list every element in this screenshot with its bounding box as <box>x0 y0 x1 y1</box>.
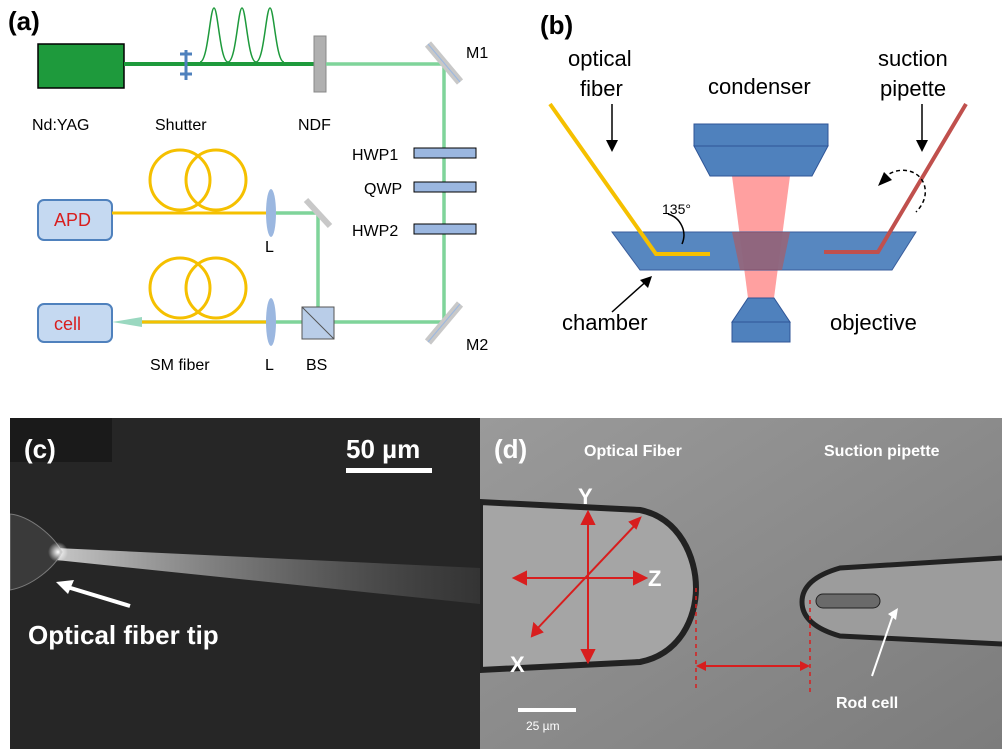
pickoff-mirror <box>303 197 333 229</box>
optical-fiber-label-2: fiber <box>580 76 623 101</box>
hwp2-label: HWP2 <box>352 223 398 240</box>
rod-cell <box>815 593 881 609</box>
lens-bottom-label: L <box>265 357 274 374</box>
shutter-label: Shutter <box>155 117 207 134</box>
scale-bar-d <box>518 708 576 712</box>
apd-label: APD <box>54 210 91 230</box>
scale-label-c: 50 µm <box>346 434 420 464</box>
pipette-body <box>799 555 1002 647</box>
apd-box <box>37 199 113 241</box>
rotation-arrow <box>883 169 927 213</box>
optical-fiber <box>548 102 710 256</box>
panel-d-label: (d) <box>494 434 527 464</box>
objective-top <box>731 297 791 323</box>
laser-label: Nd:YAG <box>32 117 90 134</box>
axes <box>511 509 649 665</box>
lens-bottom <box>266 298 276 346</box>
hwp2-plate <box>413 223 477 235</box>
light-beam <box>56 548 480 604</box>
condenser-body <box>693 145 829 177</box>
lens-top-label: L <box>265 239 274 256</box>
rod-cell-arrow <box>871 611 895 677</box>
angle-label: 135° <box>662 201 691 217</box>
ndf-filter <box>313 35 327 93</box>
qwp-label: QWP <box>364 181 402 198</box>
condenser-label: condenser <box>708 74 811 99</box>
panel-a-label: (a) <box>8 6 40 36</box>
suction-label-2: pipette <box>880 76 946 101</box>
panel-d-setup-image: Y Z X (d) Optical Fiber Suction pipette … <box>480 418 1002 749</box>
setup-diagram: (a) Nd:YAG Shutter NDF M1 M2 HWP1 QWP HW… <box>8 6 488 374</box>
axis-x-label: X <box>510 652 525 677</box>
bs-label: BS <box>306 357 327 374</box>
lens-top <box>266 189 276 237</box>
cell-box <box>37 303 113 343</box>
suction-label-1: suction <box>878 46 948 71</box>
optical-fiber-label-1: optical <box>568 46 632 71</box>
scale-bar-c <box>346 468 432 473</box>
fiber-coil-top <box>112 148 266 215</box>
axis-y-label: Y <box>578 484 593 509</box>
tip-label: Optical fiber tip <box>28 620 219 650</box>
sm-fiber-label: SM fiber <box>150 357 210 374</box>
chamber-diagram: (b) optical fiber condenser suction pipe… <box>540 10 968 343</box>
m2-label: M2 <box>466 337 488 354</box>
scale-label-d: 25 µm <box>526 719 560 733</box>
panel-a-setup: (a) Nd:YAG Shutter NDF M1 M2 HWP1 QWP HW… <box>0 0 500 390</box>
cell-cone <box>112 317 142 327</box>
m1-label: M1 <box>466 45 488 62</box>
panel-b-chamber: (b) optical fiber condenser suction pipe… <box>520 0 1002 390</box>
tip-arrow <box>63 584 131 608</box>
setup-micrograph: Y Z X (d) Optical Fiber Suction pipette … <box>480 418 1002 749</box>
suction-pipette-label-d: Suction pipette <box>824 443 940 460</box>
hwp1-label: HWP1 <box>352 147 398 164</box>
hwp1-plate <box>413 147 477 159</box>
rod-cell-label: Rod cell <box>836 695 898 712</box>
chamber-label: chamber <box>562 310 648 335</box>
condenser-top <box>693 123 829 147</box>
laser-box <box>37 43 125 89</box>
panel-c-label: (c) <box>24 434 56 464</box>
qwp-plate <box>413 181 477 193</box>
fiber-micrograph: (c) 50 µm Optical fiber tip <box>10 418 480 749</box>
objective-body <box>731 321 791 343</box>
ndf-label: NDF <box>298 117 331 134</box>
panel-b-label: (b) <box>540 10 573 40</box>
fiber-coil-bottom <box>142 256 266 324</box>
panel-c-fiber-image: (c) 50 µm Optical fiber tip <box>10 418 480 749</box>
pulse-train <box>199 7 285 63</box>
objective-label: objective <box>830 310 917 335</box>
optical-fiber-label-d: Optical Fiber <box>584 443 682 460</box>
cell-label: cell <box>54 314 81 334</box>
suction-pipette <box>824 102 968 254</box>
tip-glow <box>48 542 68 562</box>
beam-path <box>142 62 446 324</box>
axis-z-label: Z <box>648 566 661 591</box>
